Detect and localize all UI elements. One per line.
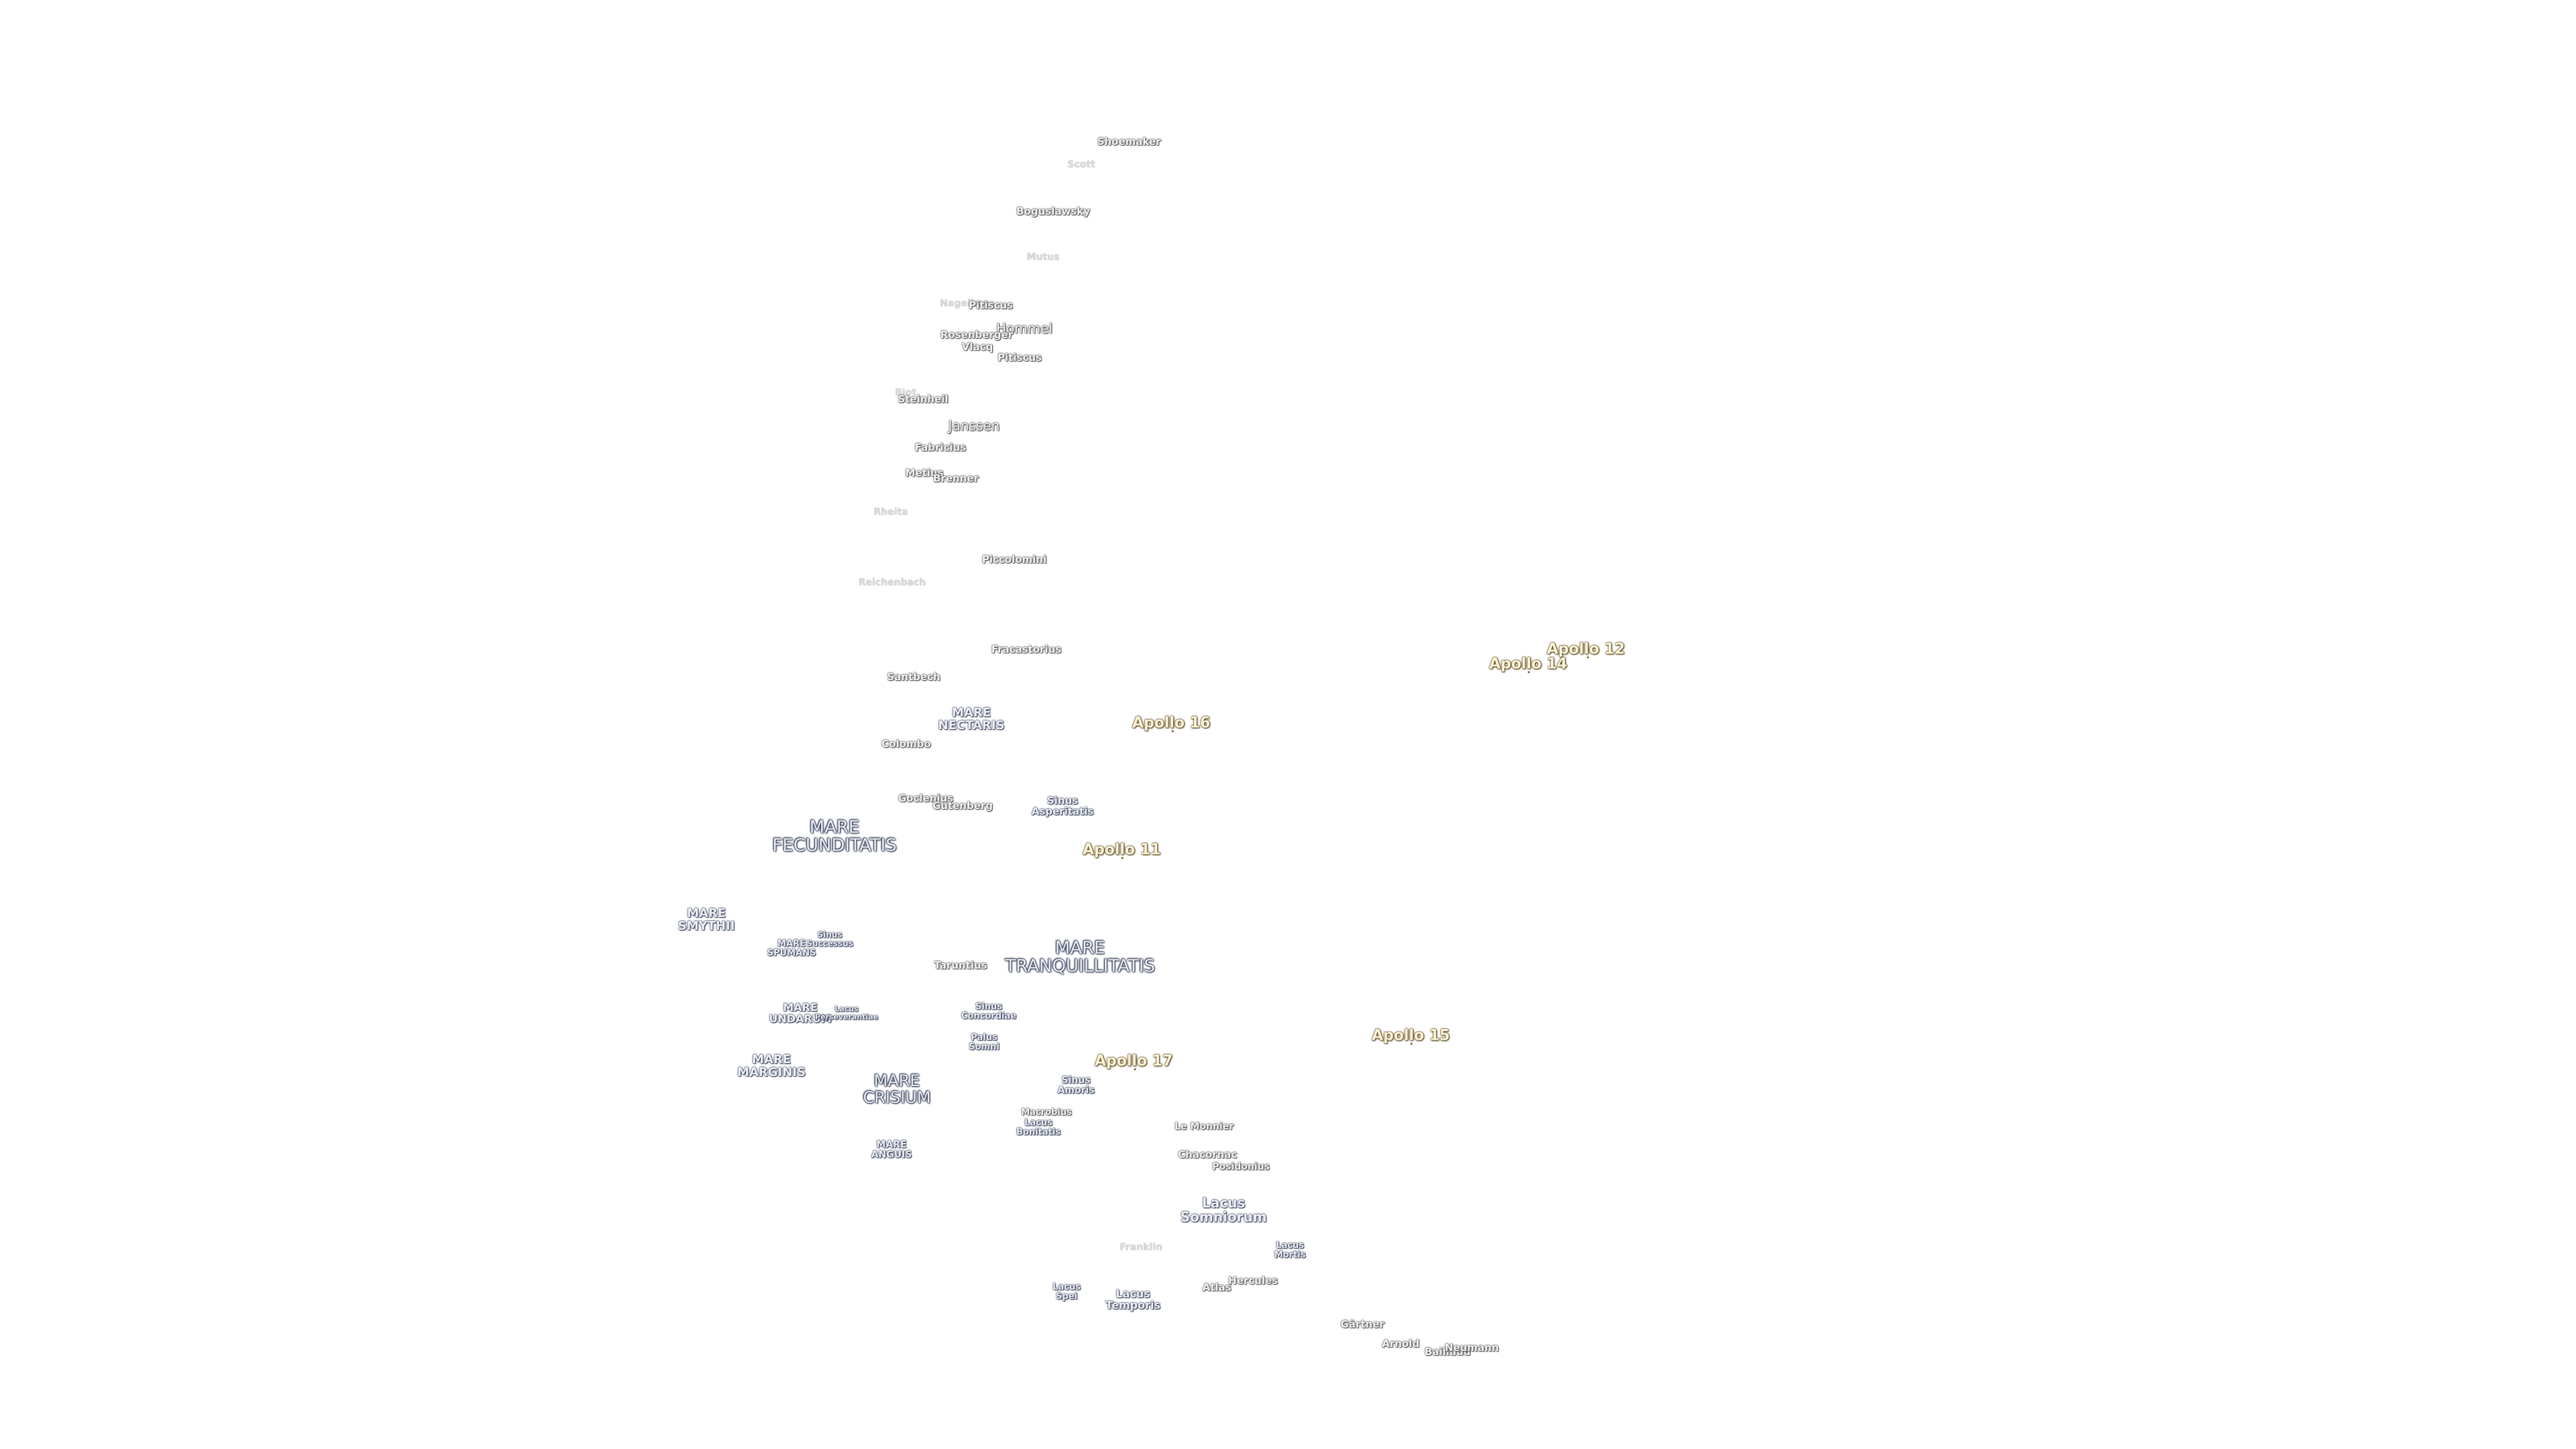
crater-label-taruntius: Taruntius: [934, 959, 987, 972]
crater-label-santbech: Santbech: [887, 671, 941, 684]
apollo-12-label[interactable]: Apollo 12: [1546, 641, 1625, 658]
apollo-15-label[interactable]: Apollo 15: [1371, 1027, 1450, 1044]
crater-label-fabricius: Fabricius: [914, 441, 967, 454]
crater-label-gutenberg: Gutenberg: [932, 800, 994, 812]
crater-label-pitiscus: Pitiscus: [969, 299, 1013, 312]
crater-label-neumann: Neumann: [1444, 1342, 1499, 1354]
crater-label-metius: Metius: [905, 467, 944, 480]
apollo-16-label[interactable]: Apollo 16: [1132, 714, 1211, 732]
apollo-14-label[interactable]: Apollo 14: [1489, 655, 1568, 673]
apollo-12-marker[interactable]: [1587, 656, 1589, 659]
crater-label-nagelberg: Nagelberg: [940, 298, 995, 309]
apollo-11-label[interactable]: Apollo 11: [1082, 841, 1161, 859]
crater-label-arnold: Arnold: [1382, 1338, 1419, 1350]
crater-label-le-monnier: Le Monnier: [1175, 1121, 1234, 1132]
crater-label-steinheil: Steinheil: [898, 393, 949, 406]
crater-label-biot: Biot: [895, 387, 916, 398]
crater-label-hommel: Hommel: [996, 320, 1053, 337]
crater-label-gartner: Gärtner: [1340, 1318, 1385, 1331]
crater-label-reichenbach: Reichenbach: [858, 577, 926, 588]
apollo-14-marker[interactable]: [1527, 671, 1530, 674]
crater-label-franklin: Franklin: [1120, 1242, 1163, 1253]
crater-label-vlacq: Vlacq: [961, 341, 994, 354]
apollo-15-marker[interactable]: [1410, 1042, 1413, 1045]
crater-label-boguslawsky: Boguslawsky: [1016, 205, 1090, 218]
apollo-17-label[interactable]: Apollo 17: [1094, 1053, 1173, 1070]
crater-label-posidonius: Posidonius: [1212, 1161, 1270, 1173]
crater-label-rheita: Rheita: [873, 506, 908, 518]
apollo-11-marker[interactable]: [1121, 857, 1124, 859]
crater-label-brenner: Brenner: [933, 472, 979, 485]
crater-label-atlas: Atlas: [1202, 1281, 1232, 1294]
crater-label-shoemaker: Shoemaker: [1097, 136, 1161, 148]
apollo-16-marker[interactable]: [1171, 730, 1174, 733]
crater-label-piccolomini: Piccolomini: [981, 553, 1047, 566]
crater-label-goclenius: Goclenius: [898, 792, 954, 805]
crater-label-colombo: Colombo: [881, 738, 931, 751]
crater-label-hercules: Hercules: [1228, 1275, 1278, 1287]
crater-label-scott: Scott: [1067, 159, 1095, 170]
crater-label-baillaud: Baillaud: [1424, 1346, 1471, 1358]
crater-label-pitiscus-2: Pitiscus: [998, 352, 1042, 364]
apollo-17-marker[interactable]: [1134, 1068, 1136, 1071]
crater-label-fracastorius: Fracastorius: [991, 643, 1062, 656]
crater-label-janssen: Janssen: [948, 417, 1000, 434]
crater-label-chacornac: Chacornac: [1177, 1148, 1238, 1161]
crater-label-rosenberger: Rosenberger: [940, 329, 1014, 341]
crater-label-mutus: Mutus: [1026, 252, 1060, 263]
crater-label-macrobius: Macrobius: [1021, 1108, 1072, 1118]
